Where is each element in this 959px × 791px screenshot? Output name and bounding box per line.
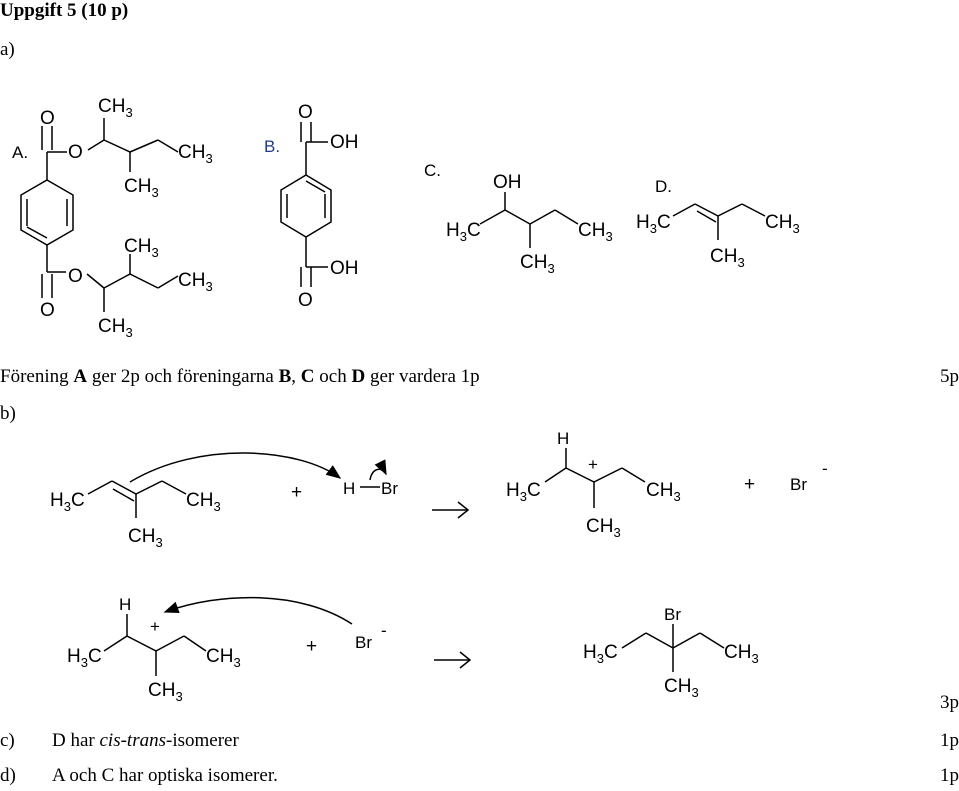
svg-text:+: + [150,617,160,636]
label-d: D. [655,177,672,196]
compound-c-bonds [479,192,579,248]
svg-text:-: - [381,621,387,640]
svg-text:-: - [822,459,828,478]
svg-text:CH3: CH3 [765,212,800,236]
part-b-label: b) [0,403,16,424]
svg-text:CH3: CH3 [148,680,183,704]
svg-text:O: O [298,290,313,311]
svg-text:O: O [40,108,55,129]
compound-d-labels: D. H3C CH3 CH3 [636,177,800,270]
svg-text:H3C: H3C [583,642,618,666]
svg-text:CH3: CH3 [98,96,133,120]
svg-text:O: O [68,266,83,287]
svg-text:O: O [298,102,313,123]
svg-text:O: O [40,300,55,321]
reaction-2-bonds [103,596,725,676]
svg-text:CH3: CH3 [578,220,613,244]
part-a-caption: Förening A ger 2p och föreningarna B, C … [0,366,480,387]
part-b-points: 3p [940,692,959,713]
svg-text:CH3: CH3 [646,480,681,504]
svg-text:+: + [588,455,598,474]
part-d-text: A och C har optiska isomerer. [52,765,278,786]
svg-text:Br: Br [381,479,398,498]
reaction-2-labels: H + H3C CH3 CH3 + Br - Br H3C CH3 CH3 [67,595,759,704]
svg-text:H3C: H3C [636,212,671,236]
label-a: A. [12,143,28,162]
svg-text:CH3: CH3 [128,526,163,550]
svg-text:CH3: CH3 [124,236,159,260]
plus-2: + [744,474,755,495]
compound-c-labels: C. OH H3C CH3 CH3 [424,161,613,276]
compound-a-labels: A. O O CH3 CH3 CH3 CH3 O CH3 O CH3 [12,96,213,340]
part-a-points: 5p [940,366,959,387]
svg-text:H3C: H3C [67,646,102,670]
svg-text:O: O [68,142,83,163]
svg-text:CH3: CH3 [586,516,621,540]
svg-text:CH3: CH3 [206,646,241,670]
compound-b-bonds [280,122,332,287]
svg-text:CH3: CH3 [178,270,213,294]
svg-text:CH3: CH3 [124,176,159,200]
svg-text:Br: Br [355,633,372,652]
svg-text:H3C: H3C [446,220,481,244]
svg-text:CH3: CH3 [186,490,221,514]
part-d-label: d) [0,765,16,786]
label-c: C. [424,161,441,180]
svg-text:OH: OH [330,258,359,279]
svg-text:Br: Br [664,605,681,624]
svg-text:H: H [119,595,131,614]
part-d-points: 1p [940,765,959,786]
reaction-1-labels: H3C CH3 CH3 + H Br H + H3C CH3 CH3 + Br … [50,429,828,550]
svg-text:CH3: CH3 [724,642,759,666]
part-c-label: c) [0,730,15,751]
svg-text:H: H [557,429,569,448]
svg-text:H: H [343,479,355,498]
svg-text:OH: OH [493,172,522,193]
svg-text:H3C: H3C [50,490,85,514]
part-c-text: D har cis-trans-isomerer [52,730,239,751]
plus-1: + [291,482,302,503]
label-b: B. [264,137,280,156]
svg-text:OH: OH [330,132,359,153]
task-title: Uppgift 5 (10 p) [0,0,129,21]
svg-text:CH3: CH3 [520,252,555,276]
compound-d-bonds [672,203,766,240]
compound-b-labels: B. O OH OH O [264,102,359,311]
reaction-1-bonds [87,448,646,518]
svg-text:CH3: CH3 [178,142,213,166]
plus-3: + [306,636,317,657]
svg-text:H3C: H3C [506,480,541,504]
svg-text:CH3: CH3 [664,676,699,700]
part-a-label: a) [0,39,15,60]
svg-text:CH3: CH3 [98,316,133,340]
compound-a-bonds [20,118,179,312]
svg-text:CH3: CH3 [710,246,745,270]
part-c-points: 1p [940,730,959,751]
svg-text:Br: Br [790,475,807,494]
